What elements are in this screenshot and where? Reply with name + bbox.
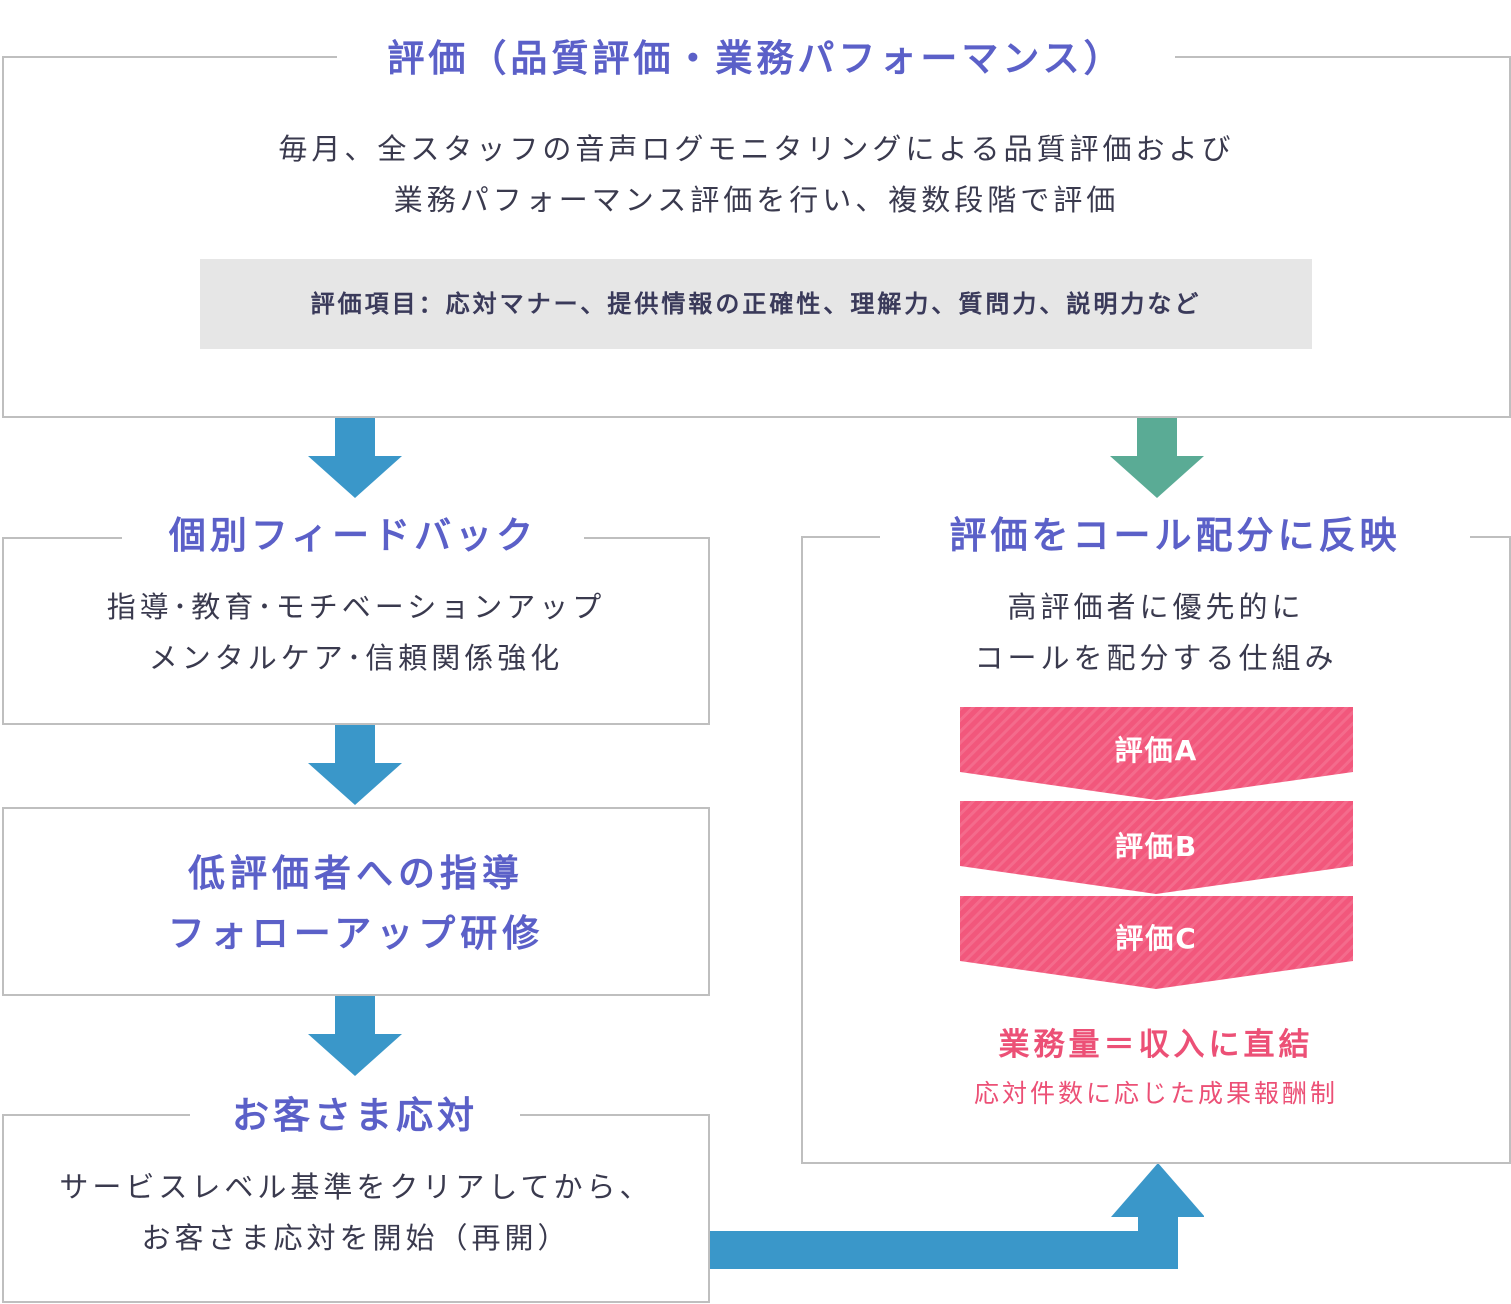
feedback-line-2: メンタルケア･信頼関係強化 bbox=[148, 641, 564, 675]
arrow-down-green bbox=[1110, 418, 1204, 498]
evaluation-description: 毎月、全スタッフの音声ログモニタリングによる品質評価および 業務パフォーマンス評… bbox=[2, 124, 1511, 226]
evaluation-box bbox=[2, 56, 1511, 418]
customer-description: サービスレベル基準をクリアしてから、 お客さま応対を開始（再開） bbox=[2, 1162, 710, 1264]
grade-c-label: 評価C bbox=[1115, 922, 1198, 955]
feedback-line-1: 指導･教育･モチベーションアップ bbox=[106, 590, 606, 624]
grade-b-label: 評価B bbox=[1114, 830, 1199, 863]
evaluation-items-bar: 評価項目：応対マナー、提供情報の正確性、理解力、質問力、説明力など bbox=[200, 259, 1312, 349]
customer-box bbox=[2, 1114, 710, 1303]
arrow-down-blue-3 bbox=[308, 996, 402, 1076]
grade-c-chevron bbox=[960, 896, 1353, 989]
evaluation-line-2: 業務パフォーマンス評価を行い、複数段階で評価 bbox=[393, 183, 1120, 217]
allocation-line-2: コールを配分する仕組み bbox=[974, 641, 1338, 675]
feedback-description: 指導･教育･モチベーションアップ メンタルケア･信頼関係強化 bbox=[2, 582, 710, 684]
evaluation-title: 評価（品質評価・業務パフォーマンス） bbox=[337, 36, 1175, 82]
training-box: 低評価者への指導 フォローアップ研修 bbox=[2, 807, 710, 996]
customer-title: お客さま応対 bbox=[190, 1093, 520, 1139]
arrow-down-blue-2 bbox=[308, 725, 402, 805]
feedback-title: 個別フィードバック bbox=[122, 513, 584, 559]
customer-line-1: サービスレベル基準をクリアしてから、 bbox=[59, 1170, 653, 1204]
allocation-description: 高評価者に優先的に コールを配分する仕組み bbox=[801, 582, 1511, 684]
allocation-title: 評価をコール配分に反映 bbox=[880, 513, 1470, 559]
training-line-2: フォローアップ研修 bbox=[167, 912, 545, 955]
grade-a-chevron bbox=[960, 707, 1353, 800]
feedback-box bbox=[2, 537, 710, 725]
evaluation-line-1: 毎月、全スタッフの音声ログモニタリングによる品質評価および bbox=[278, 132, 1235, 166]
training-line-1: 低評価者への指導 bbox=[188, 852, 524, 895]
allocation-result-title: 業務量＝収入に直結 bbox=[998, 1027, 1314, 1063]
allocation-result-subtitle: 応対件数に応じた成果報酬制 bbox=[973, 1079, 1338, 1108]
allocation-line-1: 高評価者に優先的に bbox=[1007, 590, 1305, 624]
arrow-down-blue-1 bbox=[308, 418, 402, 498]
grade-b-chevron bbox=[960, 801, 1353, 894]
arrow-elbow-blue bbox=[710, 1163, 1204, 1269]
grade-a-label: 評価A bbox=[1114, 734, 1199, 767]
customer-line-2: お客さま応対を開始（再開） bbox=[141, 1221, 571, 1255]
